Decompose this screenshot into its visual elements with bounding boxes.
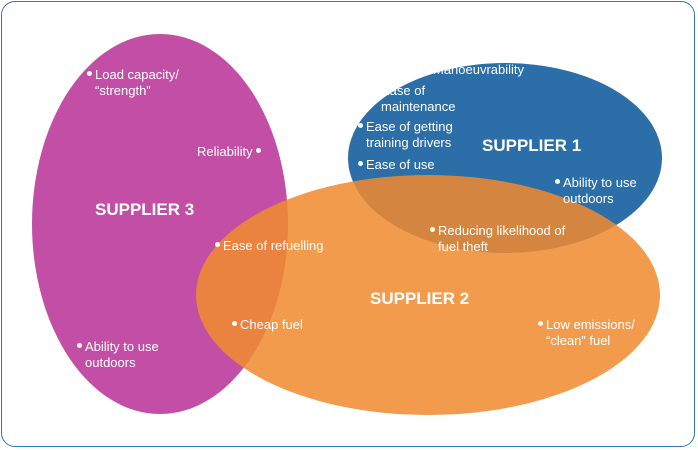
item-label: Ability to use outdoors bbox=[563, 175, 637, 206]
item-ability-outdoors-s3: Ability to use outdoors bbox=[77, 339, 159, 371]
item-label: Ease of use bbox=[366, 157, 435, 172]
item-label: Manoeuvrability bbox=[433, 62, 525, 77]
bullet-dot bbox=[373, 87, 378, 93]
bullet-dot bbox=[255, 148, 261, 154]
item-label: Cheap fuel bbox=[240, 317, 303, 332]
bullet-dot bbox=[87, 71, 92, 77]
item-ease-maintenance: Ease of maintenance bbox=[373, 83, 455, 115]
item-label: Reliability bbox=[197, 144, 253, 159]
item-label: Ability to use outdoors bbox=[85, 339, 159, 370]
item-label: Ease of getting training drivers bbox=[366, 119, 453, 150]
supplier-3-title: SUPPLIER 3 bbox=[95, 200, 195, 219]
bullet-dot bbox=[538, 321, 543, 327]
item-reducing-theft: Reducing likelihood of fuel theft bbox=[430, 223, 565, 255]
supplier-1-title: SUPPLIER 1 bbox=[482, 136, 582, 155]
item-label: Load capacity/ “strength” bbox=[95, 67, 179, 98]
item-cheap-fuel: Cheap fuel bbox=[232, 317, 303, 333]
item-ease-training: Ease of getting training drivers bbox=[358, 119, 453, 151]
supplier-2-title: SUPPLIER 2 bbox=[370, 289, 470, 308]
bullet-dot bbox=[215, 242, 220, 248]
item-label: Ease of refuelling bbox=[223, 238, 324, 253]
bullet-dot bbox=[555, 179, 560, 185]
item-label: Low emissions/ “clean” fuel bbox=[546, 317, 635, 348]
item-ability-outdoors-s1: Ability to use outdoors bbox=[555, 175, 637, 207]
item-reliability: Reliability bbox=[197, 144, 261, 160]
supplier-2-ellipse bbox=[196, 175, 660, 415]
item-label: Ease of maintenance bbox=[381, 83, 456, 114]
item-label: Reducing likelihood of fuel theft bbox=[438, 223, 566, 254]
item-manoeuvrability: Manoeuvrability bbox=[425, 62, 524, 78]
item-ease-use: Ease of use bbox=[358, 157, 435, 173]
bullet-dot bbox=[358, 161, 363, 167]
bullet-dot bbox=[425, 66, 430, 72]
item-low-emissions: Low emissions/ “clean” fuel bbox=[538, 317, 635, 349]
bullet-dot bbox=[430, 227, 435, 233]
item-load-capacity: Load capacity/ “strength” bbox=[87, 67, 179, 99]
item-ease-refuelling: Ease of refuelling bbox=[215, 238, 323, 254]
bullet-dot bbox=[77, 343, 82, 349]
bullet-dot bbox=[358, 123, 363, 129]
bullet-dot bbox=[232, 321, 237, 327]
